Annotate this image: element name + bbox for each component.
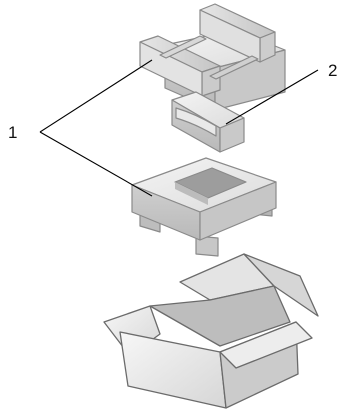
shipping-box bbox=[103, 253, 319, 409]
accessory-package bbox=[171, 91, 245, 153]
callout-1-label: 1 bbox=[8, 123, 17, 142]
callout-2-leader bbox=[225, 69, 319, 125]
callout-2: 2 bbox=[225, 61, 337, 125]
foam-insert-bottom bbox=[131, 157, 277, 257]
foam-insert-top bbox=[139, 3, 286, 111]
callout-1-leader-top bbox=[39, 59, 153, 133]
callout-1-leader-bottom bbox=[39, 131, 153, 197]
callout-2-label: 2 bbox=[328, 61, 337, 80]
callout-1: 1 bbox=[8, 59, 153, 197]
